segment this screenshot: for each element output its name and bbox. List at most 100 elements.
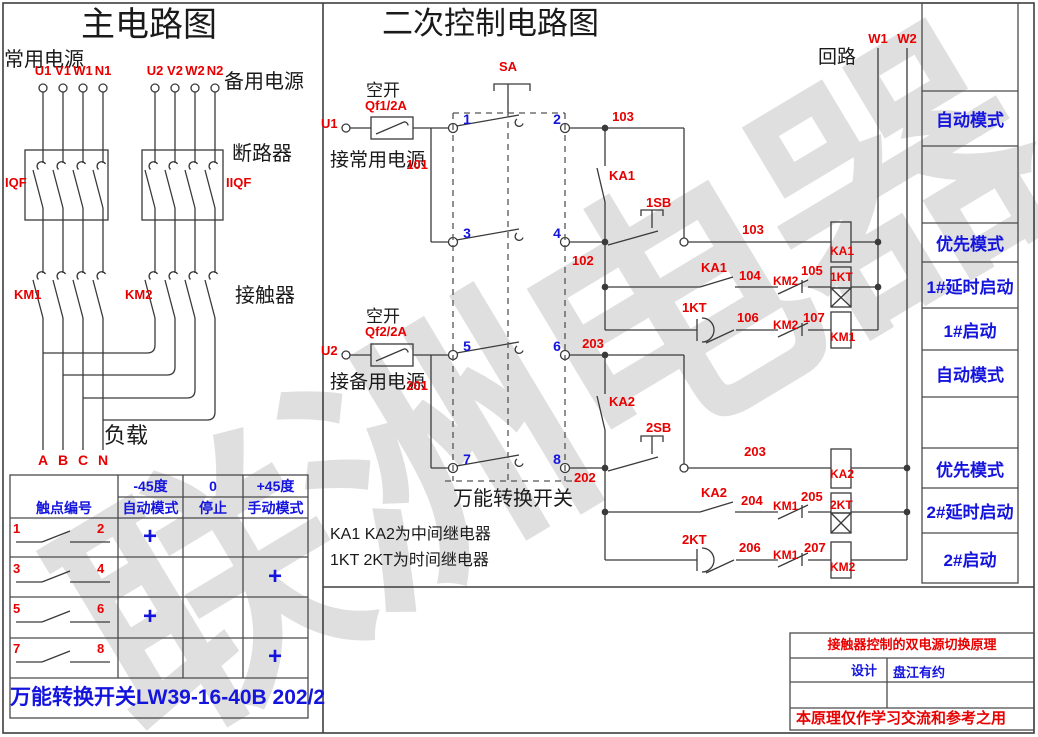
contactor2-id: KM2	[125, 287, 153, 302]
title-block-note: 本原理仅作学习交流和参考之用	[796, 710, 1007, 727]
terminal-v1: V1	[55, 63, 71, 78]
wire-106: 106	[737, 310, 759, 325]
ka1-seal-contact-label: KA1	[609, 168, 636, 183]
wire-202: 202	[574, 470, 596, 485]
note-timers: 1KT 2KT为时间继电器	[330, 552, 489, 569]
table-mark: +	[142, 523, 157, 550]
sidebar-cell-auto-mode-2: 自动模式	[936, 366, 1004, 385]
load-label: 负载	[104, 423, 149, 448]
source2-vertical-label: 接备用电源	[330, 372, 426, 393]
terminal-n2: N2	[206, 63, 224, 78]
table-mark: +	[142, 603, 157, 630]
table-col2-angle: 0	[209, 478, 217, 494]
sa-switch-linkage	[445, 83, 572, 482]
sidebar-cell-2-start: 2#启动	[943, 550, 997, 570]
table-mark: +	[267, 563, 282, 590]
km2-coil-label: KM2	[830, 560, 856, 574]
loop-label: 回路	[818, 47, 857, 68]
u1-terminal-label: U1	[321, 116, 338, 131]
contact-num: 4	[97, 561, 105, 576]
breaker1-qf-label: Qf1/2A	[365, 98, 407, 113]
sa-label: SA	[498, 59, 518, 74]
wire-207: 207	[804, 540, 826, 555]
row104-km2-label: KM2	[773, 274, 799, 288]
main-panel-title: 主电路图	[81, 6, 217, 44]
breaker1-kongkai-label: 空开	[366, 81, 400, 100]
terminal-u2: U2	[146, 63, 164, 78]
ka2-seal-contact-label: KA2	[609, 394, 636, 409]
sidebar-cell-priority-mode-1: 优先模式	[936, 235, 1004, 254]
contact-num: 5	[13, 601, 21, 616]
ka1-coil-label: KA1	[830, 244, 855, 258]
row106-km2-label: KM2	[773, 318, 799, 332]
contact-num: 6	[97, 601, 105, 616]
wire-206: 206	[739, 540, 761, 555]
km1-coil-label: KM1	[830, 330, 856, 344]
load-terminal-n: N	[97, 452, 109, 468]
sidebar-cell-1-start: 1#启动	[943, 321, 997, 341]
contact-num: 7	[13, 641, 21, 656]
sidebar-cell	[922, 3, 1018, 91]
contact-6: 6	[553, 338, 561, 354]
load-terminal-a: A	[37, 452, 49, 468]
row106-1kt-label: 1KT	[682, 300, 707, 315]
row206-km1-label: KM1	[773, 548, 799, 562]
wire-104: 104	[739, 268, 761, 283]
table-col1-mode: 自动模式	[122, 500, 179, 516]
note-relays: KA1 KA2为中间继电器	[330, 526, 491, 543]
wire-103-a: 103	[612, 109, 634, 124]
sidebar-cell-auto-mode-1: 自动模式	[936, 111, 1004, 130]
breaker2-qf-label: Qf2/2A	[365, 324, 407, 339]
w1-label: W1	[868, 31, 888, 46]
control-circuit-ch2	[341, 48, 911, 579]
control-panel-title: 二次控制电路图	[382, 6, 599, 41]
contact-8: 8	[553, 451, 561, 467]
switch-table-grid	[9, 474, 309, 719]
table-col3-mode: 手动模式	[247, 500, 304, 516]
wire-203-b: 203	[744, 444, 766, 459]
row206-2kt-label: 2KT	[682, 532, 707, 547]
sidebar-cell	[922, 397, 1018, 448]
table-col2-mode: 停止	[199, 500, 227, 516]
row104-ka1-label: KA1	[701, 260, 728, 275]
universal-switch-label: 万能转换开关	[453, 488, 573, 510]
2kt-coil-label: 2KT	[830, 498, 853, 512]
contactor-label: 接触器	[235, 285, 295, 307]
wire-105: 105	[801, 263, 823, 278]
wire-205: 205	[801, 489, 823, 504]
terminal-w2: W2	[185, 63, 205, 78]
table-col3-angle: +45度	[256, 478, 295, 494]
contact-3: 3	[463, 225, 471, 241]
wire-203-a: 203	[582, 336, 604, 351]
contact-num: 1	[13, 521, 21, 536]
normal-source-label: 常用电源	[4, 49, 84, 71]
button-1sb-label: 1SB	[646, 195, 672, 210]
load-terminal-b: B	[57, 452, 69, 468]
row204-ka2-label: KA2	[701, 485, 728, 500]
contact-5: 5	[463, 338, 471, 354]
breaker2-id: IIQF	[226, 175, 252, 190]
table-footer: 万能转换开关LW39-16-40B 202/2	[10, 686, 326, 709]
contact-7: 7	[463, 451, 471, 467]
sidebar-cell	[922, 146, 1018, 223]
contact-2: 2	[553, 111, 561, 127]
design-label: 设计	[850, 663, 877, 678]
control-circuit-ch1	[341, 48, 882, 349]
wire-102: 102	[572, 253, 594, 268]
terminal-u1: U1	[34, 63, 52, 78]
wire-103-b: 103	[742, 222, 764, 237]
contact-num: 2	[97, 521, 105, 536]
wire-201: 201	[406, 378, 428, 393]
sidebar-cell-priority-mode-2: 优先模式	[936, 460, 1004, 480]
main-circuit-wires	[24, 83, 224, 450]
contact-num: 3	[13, 561, 21, 576]
row204-km1-label: KM1	[773, 499, 799, 513]
switch-table-contacts	[16, 530, 110, 663]
contactor1-id: KM1	[14, 287, 42, 302]
wire-107: 107	[803, 310, 825, 325]
title-block-title: 接触器控制的双电源切换原理	[827, 637, 997, 652]
u2-terminal-label: U2	[321, 343, 338, 358]
